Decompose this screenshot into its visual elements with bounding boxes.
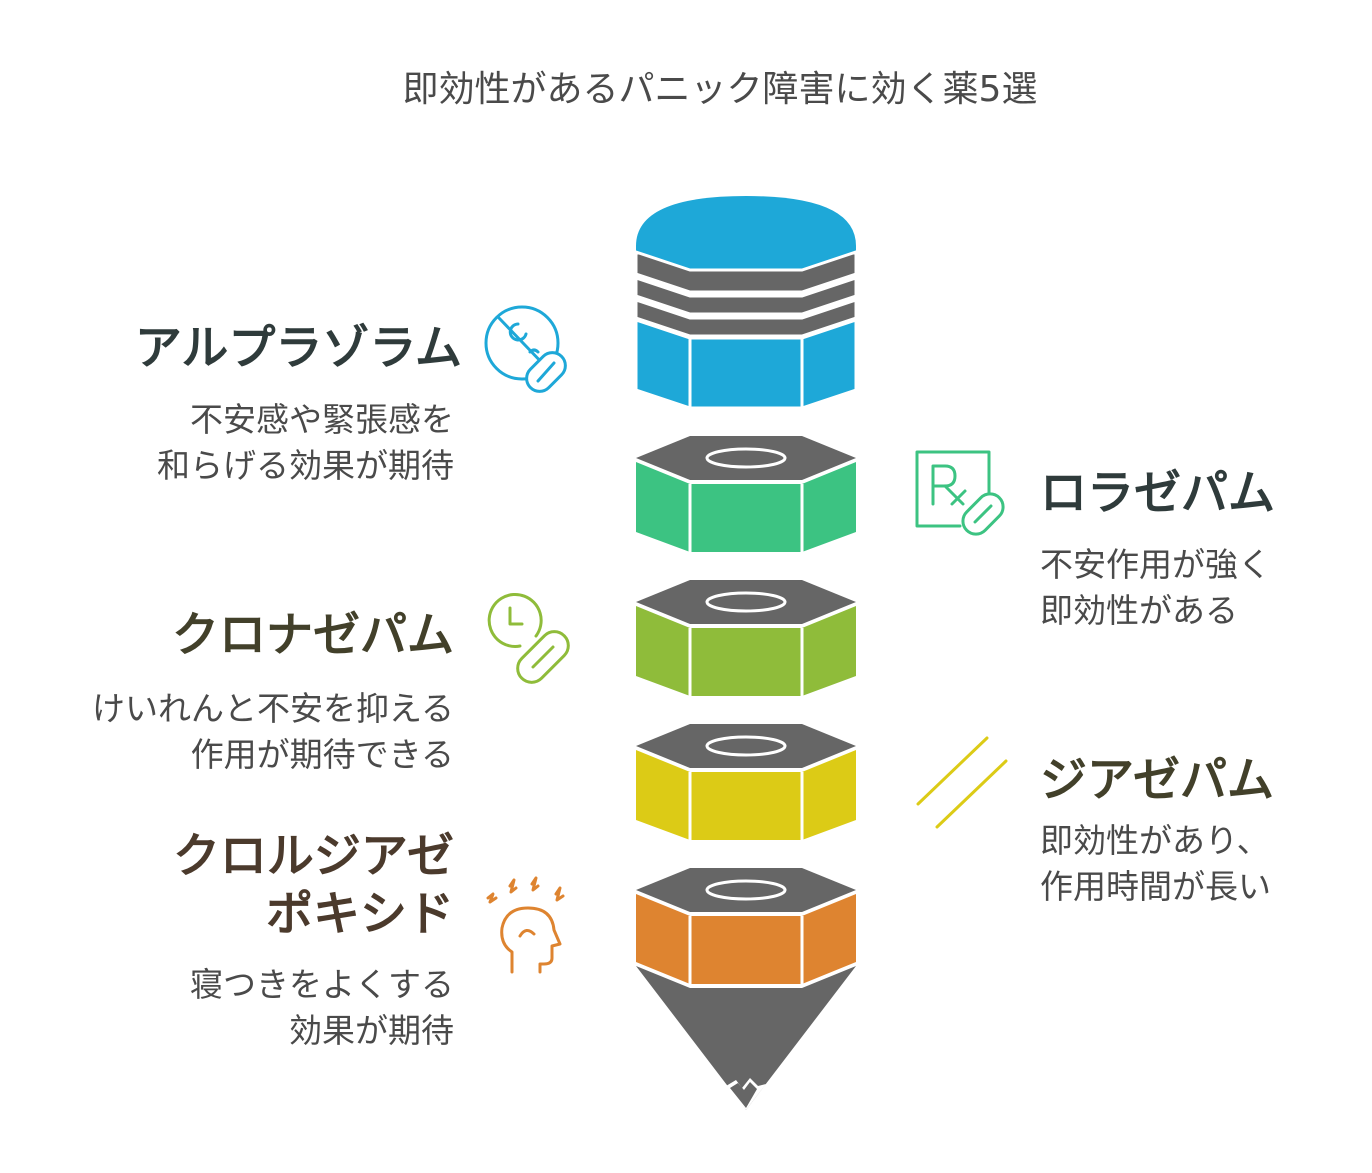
desc-line: 和らげる効果が期待 — [157, 446, 454, 485]
name-line: ポキシド — [266, 887, 454, 942]
pencil-tip — [636, 966, 856, 1110]
pencil-segment-orange — [636, 868, 856, 984]
item-name-alprazolam: アルプラゾラム — [134, 321, 462, 376]
desc-line: けいれんと不安を抑える — [91, 689, 454, 728]
item-name-clonazepam: クロナゼパム — [172, 608, 454, 663]
item-desc-clonazepam: けいれんと不安を抑える 作用が期待できる — [92, 686, 454, 778]
item-desc-lorazepam: 不安作用が強く 即効性がある — [1040, 542, 1271, 634]
desc-line: 不安感や緊張感を — [190, 400, 454, 439]
pill-prohibited-icon — [484, 305, 567, 393]
item-name-diazepam: ジアゼパム — [1040, 753, 1275, 808]
desc-line: 寝つきをよくする — [190, 965, 454, 1004]
pencil-cap-segment — [634, 196, 858, 410]
pencil-segment-lime — [636, 580, 856, 696]
head-stress-icon — [486, 876, 565, 974]
item-desc-chlordiazepoxide: 寝つきをよくする 効果が期待 — [190, 962, 454, 1054]
item-desc-alprazolam: 不安感や緊張感を 和らげる効果が期待 — [157, 397, 454, 489]
item-name-chlordiazepoxide: クロルジアゼ ポキシド — [173, 828, 454, 944]
long-lasting-lines-icon — [916, 736, 1008, 829]
pencil-segment-yellow — [636, 724, 856, 840]
desc-line: 即効性がある — [1040, 591, 1238, 630]
name-line: クロルジアゼ — [172, 829, 454, 884]
prescription-pill-icon — [915, 450, 1005, 536]
desc-line: 効果が期待 — [289, 1011, 454, 1050]
desc-line: 作用が期待できる — [190, 735, 454, 774]
clock-pill-icon — [487, 593, 570, 684]
item-desc-diazepam: 即効性があり、 作用時間が長い — [1040, 818, 1271, 910]
desc-line: 即効性があり、 — [1040, 821, 1270, 860]
desc-line: 不安作用が強く — [1040, 545, 1271, 584]
desc-line: 作用時間が長い — [1040, 867, 1271, 906]
pencil-segment-green — [636, 436, 856, 552]
item-name-lorazepam: ロラゼパム — [1040, 466, 1275, 521]
page-title: 即効性があるパニック障害に効く薬5選 — [402, 69, 1038, 110]
